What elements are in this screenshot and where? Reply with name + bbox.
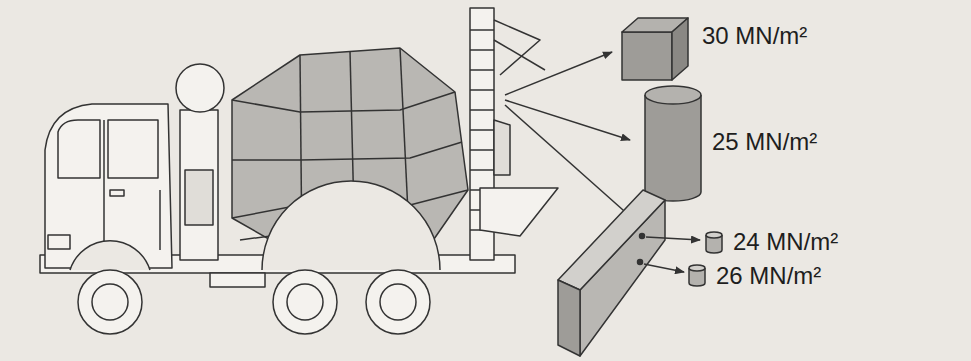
strength-label: 26 MN/m² (716, 262, 821, 290)
strength-label: 24 MN/m² (733, 228, 838, 256)
strength-label: 30 MN/m² (702, 22, 807, 50)
strength-label: 25 MN/m² (712, 128, 817, 156)
